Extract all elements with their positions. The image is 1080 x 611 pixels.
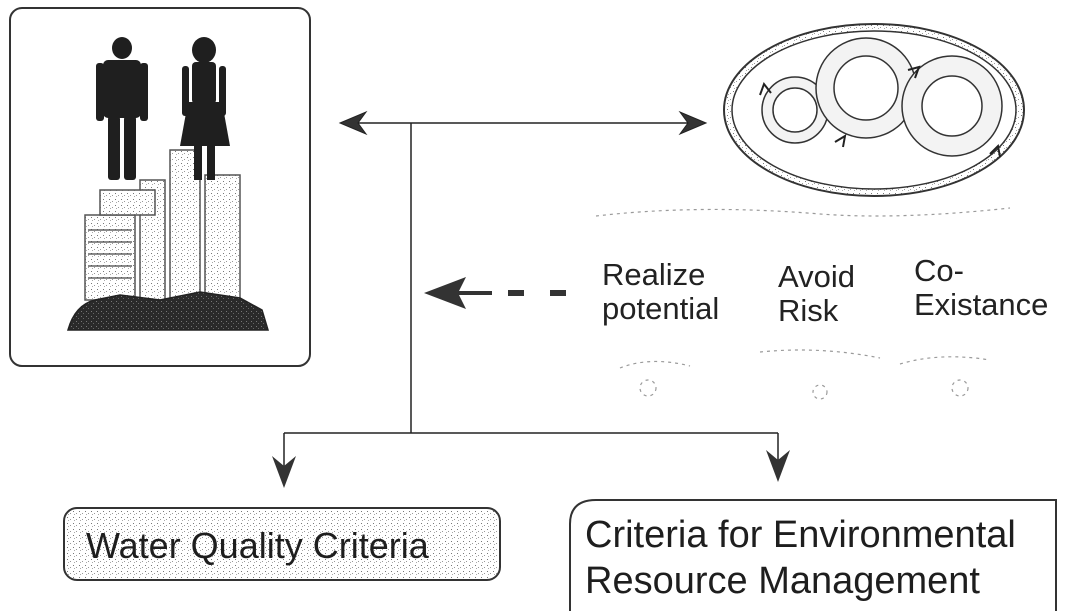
bottom-branch: [272, 432, 790, 488]
man-figure-icon: [96, 37, 148, 180]
water-quality-box: [63, 507, 501, 581]
coexist-line1: Co-: [914, 253, 964, 288]
faint-squiggles: [595, 207, 1011, 400]
coexist-line2: Existance: [914, 287, 1049, 322]
rubble-ground: [67, 291, 270, 331]
environmental-criteria-text: Criteria for Environmental Resource Mana…: [585, 512, 1016, 604]
avoid-line2: Risk: [778, 293, 839, 328]
env-criteria-line1: Criteria for Environmental: [585, 514, 1016, 556]
avoid-line1: Avoid: [778, 259, 855, 294]
co-existance-label: Co- Existance: [914, 254, 1048, 322]
down-arrow-left: [272, 456, 296, 488]
ecosystem-cycle-icon: [723, 23, 1025, 197]
realize-line1: Realize: [602, 257, 706, 292]
realize-line2: potential: [602, 291, 720, 326]
avoid-risk-label: Avoid Risk: [778, 260, 855, 328]
env-criteria-line2: Resource Management: [585, 560, 980, 602]
dashed-left-arrow: [424, 277, 566, 309]
realize-potential-label: Realize potential: [602, 258, 719, 326]
down-arrow-right: [766, 450, 790, 482]
woman-figure-icon: [180, 37, 230, 180]
water-quality-criteria-text: Water Quality Criteria: [86, 525, 429, 566]
people-city-panel: [9, 7, 311, 367]
environmental-box: [569, 499, 1057, 611]
top-double-arrow: [338, 110, 708, 136]
